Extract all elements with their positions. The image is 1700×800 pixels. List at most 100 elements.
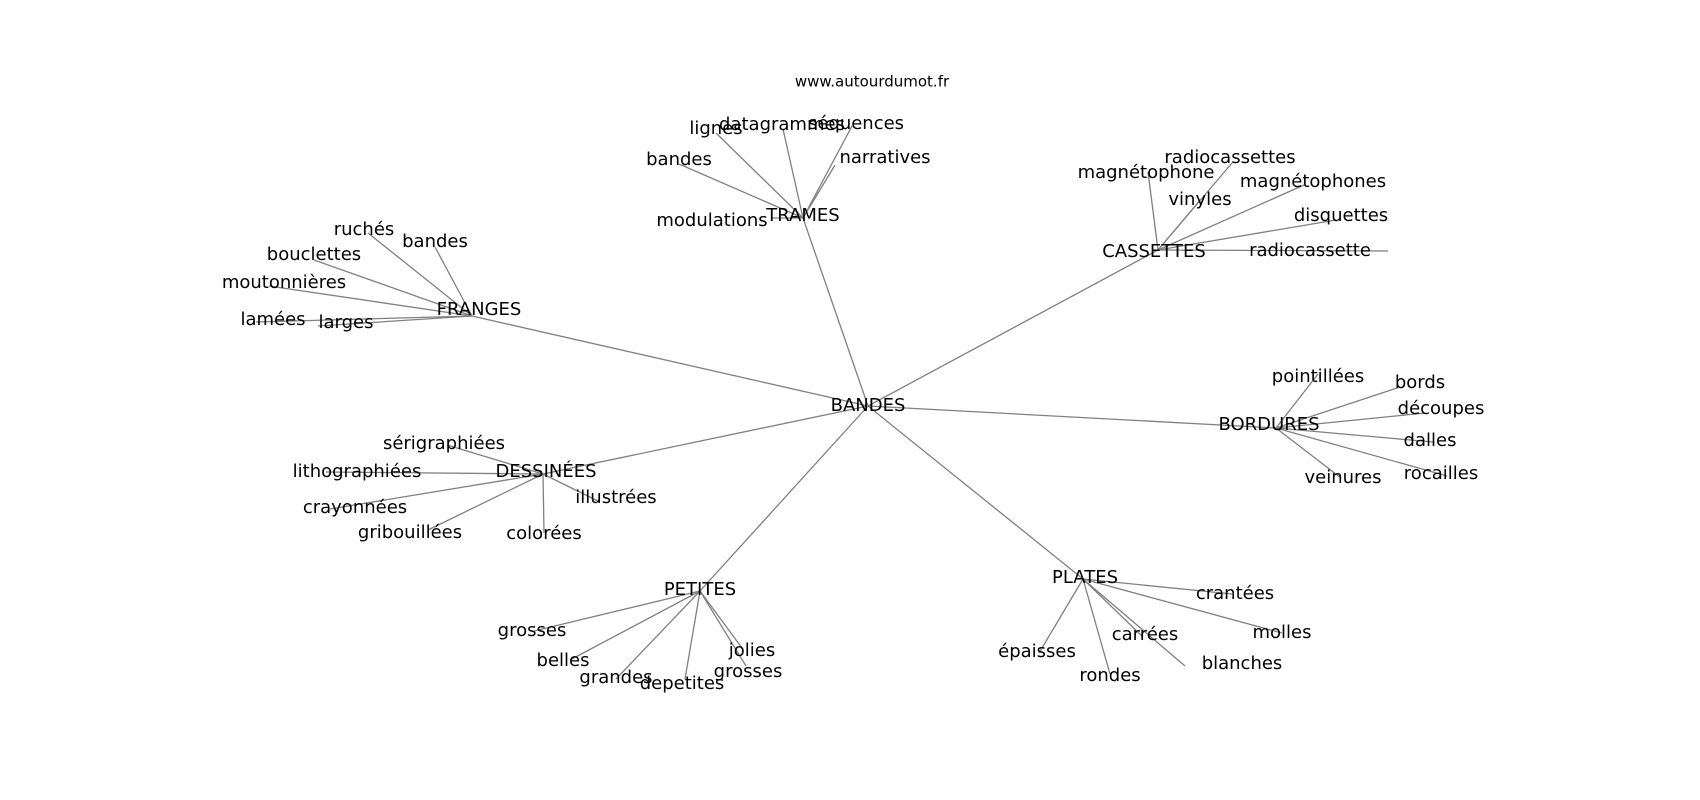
leaf-node-label: radiocassette (1249, 240, 1371, 261)
leaf-node-label: bouclettes (267, 244, 361, 265)
leaf-edge (782, 128, 804, 219)
leaf-node-label: depetites (640, 673, 725, 694)
leaf-node-label: illustrées (575, 487, 656, 508)
leaf-node-label: découpes (1398, 398, 1485, 419)
leaf-edge (317, 315, 473, 327)
leaf-node-label: blanches (1202, 653, 1283, 674)
leaf-node-label: vinyles (1168, 189, 1231, 210)
leaf-edge (1157, 249, 1389, 252)
cluster-node-label: FRANGES (437, 299, 522, 320)
root-edge (867, 405, 1084, 580)
leaf-node-label: séquences (808, 113, 904, 134)
leaf-edge (802, 164, 836, 219)
leaf-node-label: pointillées (1272, 366, 1364, 387)
leaf-node-label: grosses (498, 620, 567, 641)
leaf-edge (1147, 171, 1159, 251)
leaf-edge (569, 590, 701, 661)
graph-edges (255, 125, 1448, 680)
leaf-edge (313, 259, 473, 317)
leaf-node-label: larges (319, 312, 374, 333)
leaf-node-label: lignes (689, 118, 742, 139)
leaf-edge (367, 232, 473, 317)
leaf-node-label: ruchés (334, 219, 395, 240)
leaf-node-label: crayonnées (303, 497, 407, 518)
cluster-node-label: TRAMES (765, 205, 839, 226)
leaf-node-label: colorées (506, 523, 581, 544)
root-node-label: BANDES (831, 395, 906, 416)
leaf-node-label: rondes (1079, 665, 1140, 686)
leaf-edge (1082, 578, 1111, 675)
leaf-node-label: bords (1395, 372, 1445, 393)
leaf-edge (533, 590, 701, 632)
leaf-edge (446, 444, 544, 475)
site-url: www.autourdumot.fr (795, 73, 950, 91)
leaf-edge (1275, 412, 1426, 429)
leaf-edge (699, 590, 747, 667)
cluster-node-label: CASSETTES (1102, 241, 1206, 262)
leaf-edge (329, 473, 544, 510)
leaf-edge (1275, 427, 1342, 479)
leaf-node-label: gribouillées (358, 522, 462, 543)
leaf-edge (1275, 427, 1448, 477)
leaf-node-label: magnétophone (1078, 162, 1215, 183)
leaf-edge (1275, 386, 1401, 429)
leaf-edge (1275, 427, 1434, 443)
leaf-node-label: narratives (839, 147, 930, 168)
leaf-edge (1275, 373, 1319, 429)
leaf-edge (255, 315, 473, 323)
leaf-edge (268, 285, 473, 317)
leaf-node-label: lamées (240, 309, 305, 330)
leaf-edge (699, 590, 743, 649)
leaf-node-label: carrées (1112, 624, 1179, 645)
leaf-node-label: molles (1252, 622, 1311, 643)
root-edge (542, 405, 869, 475)
leaf-node-label: bandes (402, 231, 468, 252)
leaf-edge (1157, 219, 1337, 251)
leaf-edge (1082, 578, 1283, 634)
leaf-node-label: modulations (656, 210, 767, 231)
leaf-edge (615, 590, 701, 680)
root-edge (699, 405, 869, 592)
root-edge (867, 249, 1159, 407)
leaf-node-label: datagrammes (719, 114, 845, 135)
leaf-edge (684, 590, 701, 680)
leaf-edge (1157, 184, 1305, 251)
leaf-edge (434, 246, 473, 317)
leaf-edge (542, 473, 601, 503)
leaf-node-label: belles (537, 650, 590, 671)
leaf-edge (802, 125, 853, 219)
leaf-node-label: crantées (1196, 583, 1274, 604)
leaf-node-label: lithographiées (293, 461, 422, 482)
leaf-edge (325, 471, 544, 475)
cluster-node-label: PLATES (1052, 567, 1118, 588)
cluster-node-label: BORDURES (1218, 414, 1319, 435)
leaf-edge (1157, 198, 1202, 251)
leaf-edge (715, 132, 804, 219)
leaf-edge (1082, 578, 1144, 638)
root-edge (867, 405, 1277, 429)
leaf-node-label: grosses (714, 661, 783, 682)
leaf-edge (1082, 578, 1186, 667)
cluster-node-label: PETITES (664, 579, 736, 600)
leaf-edge (542, 473, 545, 534)
leaf-node-label: grandes (579, 667, 652, 688)
leaf-node-label: moutonnières (222, 272, 346, 293)
leaf-edge (1038, 578, 1084, 654)
root-edge (802, 217, 869, 407)
leaf-node-label: veinures (1304, 467, 1381, 488)
root-edge (471, 315, 869, 407)
leaf-edge (678, 163, 804, 219)
leaf-node-label: jolies (728, 640, 775, 661)
leaf-node-label: épaisses (998, 641, 1076, 662)
leaf-node-label: sérigraphiées (383, 433, 505, 454)
cluster-node-label: DESSINÉES (495, 460, 596, 482)
leaf-node-label: bandes (646, 149, 712, 170)
leaf-node-label: disquettes (1294, 205, 1388, 226)
leaf-node-label: magnétophones (1240, 171, 1386, 192)
leaf-edge (427, 473, 544, 531)
leaf-edge (1082, 578, 1233, 595)
leaf-node-label: rocailles (1404, 463, 1478, 484)
leaf-node-label: radiocassettes (1164, 147, 1295, 168)
